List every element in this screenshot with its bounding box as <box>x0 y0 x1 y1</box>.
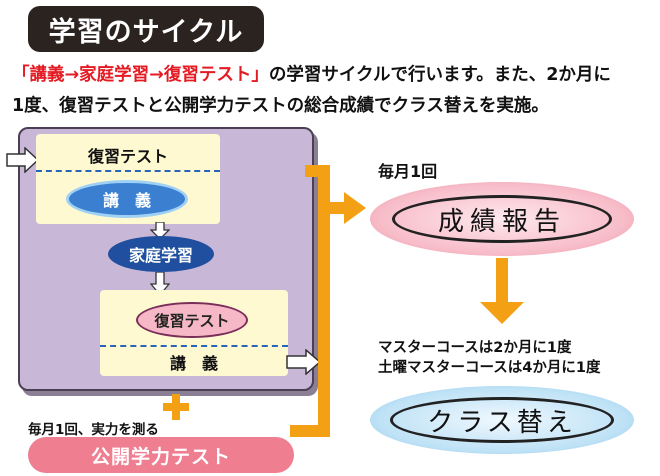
arrow-down-icon <box>480 302 524 324</box>
course-notes: マスターコースは2か月に1度 土曜マスターコースは4か月に1度 <box>378 338 600 378</box>
connector-top-stub <box>305 165 330 177</box>
home-study-label: 家庭学習 <box>128 246 193 265</box>
arrow-to-report-icon <box>344 192 366 224</box>
plus-icon <box>163 403 189 411</box>
report-label: 成績報告 <box>437 206 566 237</box>
report-ellipse: 成績報告 <box>370 182 634 256</box>
connector-bottom-stub <box>290 425 330 437</box>
class-change-label: クラス替え <box>427 407 577 438</box>
dashed-divider-top <box>36 170 220 172</box>
review-test-label-top: 復習テスト <box>87 147 168 166</box>
down-arrow-icon <box>150 272 170 296</box>
review-test-ellipse: 復習テスト <box>136 302 248 338</box>
intro-text: 「講義→家庭学習→復習テスト」の学習サイクルで行います。また、2か月に 1度、復… <box>12 60 657 122</box>
arrow-to-class-change <box>496 258 508 304</box>
home-study-ellipse: 家庭学習 <box>108 236 214 272</box>
exit-arrow-icon <box>286 349 322 375</box>
dashed-divider-bottom <box>100 345 288 347</box>
public-test-label: 公開学力テスト <box>90 445 231 468</box>
intro-line2: 1度、復習テストと公開学力テストの総合成績でクラス替えを実施。 <box>12 96 549 116</box>
lecture-label-bottom: 講 義 <box>169 354 218 373</box>
review-test-label: 復習テスト <box>154 311 230 330</box>
connector-to-report <box>318 202 346 214</box>
class-change-ellipse-inner: クラス替え <box>390 397 614 443</box>
intro-line1-rest: の学習サイクルで行います。また、2か月に <box>268 65 611 85</box>
lecture-ellipse: 講 義 <box>66 180 188 218</box>
monthly-note: 毎月1回、実力を測る <box>28 422 159 438</box>
course-note-master: マスターコースは2か月に1度 <box>378 340 572 356</box>
class-change-ellipse: クラス替え <box>370 386 634 454</box>
course-note-saturday: 土曜マスターコースは4か月に1度 <box>378 360 601 376</box>
public-test-badge: 公開学力テスト <box>28 437 294 473</box>
entry-arrow-icon <box>6 147 40 173</box>
connector-vertical <box>318 165 330 437</box>
down-arrow-icon <box>150 222 170 240</box>
report-ellipse-inner: 成績報告 <box>392 195 612 243</box>
lecture-label: 講 義 <box>102 191 151 210</box>
cycle-highlight: 「講義→家庭学習→復習テスト」 <box>12 65 269 85</box>
report-frequency: 毎月1回 <box>378 162 438 181</box>
page-title: 学習のサイクル <box>28 6 264 52</box>
